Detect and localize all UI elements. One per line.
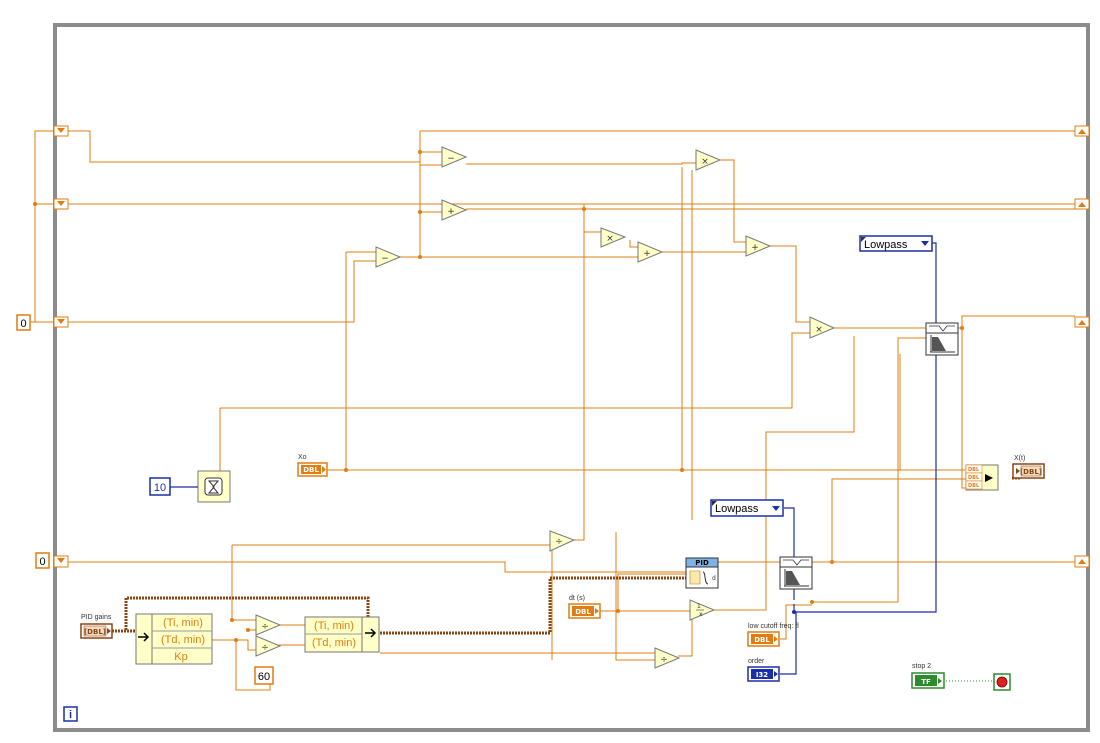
svg-text:÷: ÷ <box>261 622 269 632</box>
filter-type-enum-1[interactable] <box>859 235 933 252</box>
svg-text:÷: ÷ <box>555 537 563 547</box>
dbl-wires <box>30 130 1075 691</box>
xo-type: DBL <box>303 466 319 474</box>
xt-label: X(t) <box>1014 455 1025 462</box>
stop-label: stop 2 <box>912 663 931 670</box>
constant-zero-top-value: 0 <box>20 318 26 330</box>
svg-text:−: − <box>447 154 455 164</box>
iteration-label: i <box>69 709 72 721</box>
shift-registers-left[interactable] <box>53 125 69 568</box>
xo-label: Xo <box>298 454 307 461</box>
xo-control[interactable] <box>297 462 328 477</box>
order-label: order <box>748 658 765 665</box>
svg-text:DBL: DBL <box>968 475 980 481</box>
add-3 <box>745 235 772 257</box>
divide-3 <box>255 635 282 657</box>
butterworth-filter-2[interactable] <box>779 556 813 590</box>
subtract-2 <box>375 246 402 268</box>
unbundle-by-name[interactable] <box>135 613 213 665</box>
pid-gains-type: [DBL] <box>84 628 106 636</box>
svg-text:1: 1 <box>697 603 701 610</box>
multiply-3 <box>809 316 836 339</box>
add-2 <box>637 241 664 263</box>
stop-type: TF <box>921 678 931 686</box>
unbundle-field-td: (Td, min) <box>161 634 205 646</box>
low-cutoff-type: DBL <box>754 636 770 644</box>
svg-text:−: − <box>381 254 389 264</box>
divide-1 <box>549 530 576 552</box>
svg-text:DBL: DBL <box>968 467 980 473</box>
order-type: I32 <box>756 671 768 679</box>
constant-zero-bottom-value: 0 <box>39 556 45 568</box>
stop-control[interactable] <box>911 672 945 689</box>
divide-2 <box>255 614 282 636</box>
xt-indicator[interactable] <box>1012 463 1045 479</box>
constant-zero-bottom[interactable] <box>35 552 50 569</box>
pid-vi-label: PID <box>695 559 709 567</box>
svg-text:×: × <box>815 325 823 335</box>
pid-gains-control[interactable] <box>80 623 113 639</box>
dt-control[interactable] <box>568 603 601 619</box>
dt-label: dt (s) <box>569 595 585 602</box>
bundle-field-ti: (Ti, min) <box>314 620 354 632</box>
pid-vi[interactable]: d <box>685 557 719 589</box>
svg-text:d: d <box>712 575 716 582</box>
bundle-field-td: (Td, min) <box>312 637 356 649</box>
filter-type-2-value: Lowpass <box>715 503 759 515</box>
constant-ten-value: 10 <box>154 482 166 494</box>
unbundle-field-ti: (Ti, min) <box>163 617 203 629</box>
while-loop-border[interactable] <box>53 23 1090 732</box>
constant-ten[interactable] <box>149 477 171 496</box>
int-wires <box>170 242 937 675</box>
loop-condition-terminal[interactable] <box>993 673 1011 691</box>
order-control[interactable] <box>747 666 780 682</box>
multiply-2 <box>600 227 627 248</box>
divide-4 <box>654 647 681 669</box>
svg-text:×: × <box>701 157 709 167</box>
filter-type-enum-2[interactable] <box>710 499 784 517</box>
wait-ms-function[interactable] <box>197 470 231 503</box>
junction-blue <box>792 610 796 614</box>
constant-sixty-value: 60 <box>258 671 270 683</box>
constant-zero-top[interactable] <box>16 314 31 331</box>
constant-sixty[interactable] <box>254 666 274 685</box>
bundle-by-name[interactable] <box>304 616 380 653</box>
svg-text:x: x <box>699 611 703 618</box>
build-array-types: DBL DBL DBL <box>968 467 980 489</box>
multiply-1 <box>695 149 722 171</box>
reciprocal-symbol: 1 x <box>696 603 704 618</box>
wire-junctions <box>33 150 964 642</box>
low-cutoff-control[interactable] <box>747 631 780 647</box>
svg-text:+: + <box>447 207 455 217</box>
iteration-terminal[interactable] <box>63 706 78 722</box>
xt-type: [DBL] <box>1020 468 1042 476</box>
svg-text:÷: ÷ <box>261 643 269 653</box>
butterworth-filter-1[interactable] <box>925 322 959 356</box>
arith-primitives[interactable] <box>255 146 836 669</box>
svg-text:+: + <box>643 249 651 259</box>
add-1 <box>441 199 468 221</box>
svg-text:×: × <box>606 234 614 244</box>
svg-text:÷: ÷ <box>660 655 668 665</box>
low-cutoff-label: low cutoff freq: fl <box>748 623 799 630</box>
shift-registers-right[interactable] <box>1074 125 1090 568</box>
unbundle-field-kp: Kp <box>174 651 187 663</box>
subtract-1 <box>441 146 468 168</box>
svg-text:DBL: DBL <box>968 483 980 489</box>
dt-type: DBL <box>575 608 591 616</box>
arith-symbols: − + − × × + + × ÷ ÷ ÷ ÷ <box>261 154 823 665</box>
cluster-wires <box>112 476 1020 635</box>
build-array[interactable] <box>965 464 999 491</box>
filter-type-1-value: Lowpass <box>864 239 908 251</box>
svg-text:+: + <box>751 243 759 253</box>
pid-gains-label: PID gains <box>81 614 112 621</box>
